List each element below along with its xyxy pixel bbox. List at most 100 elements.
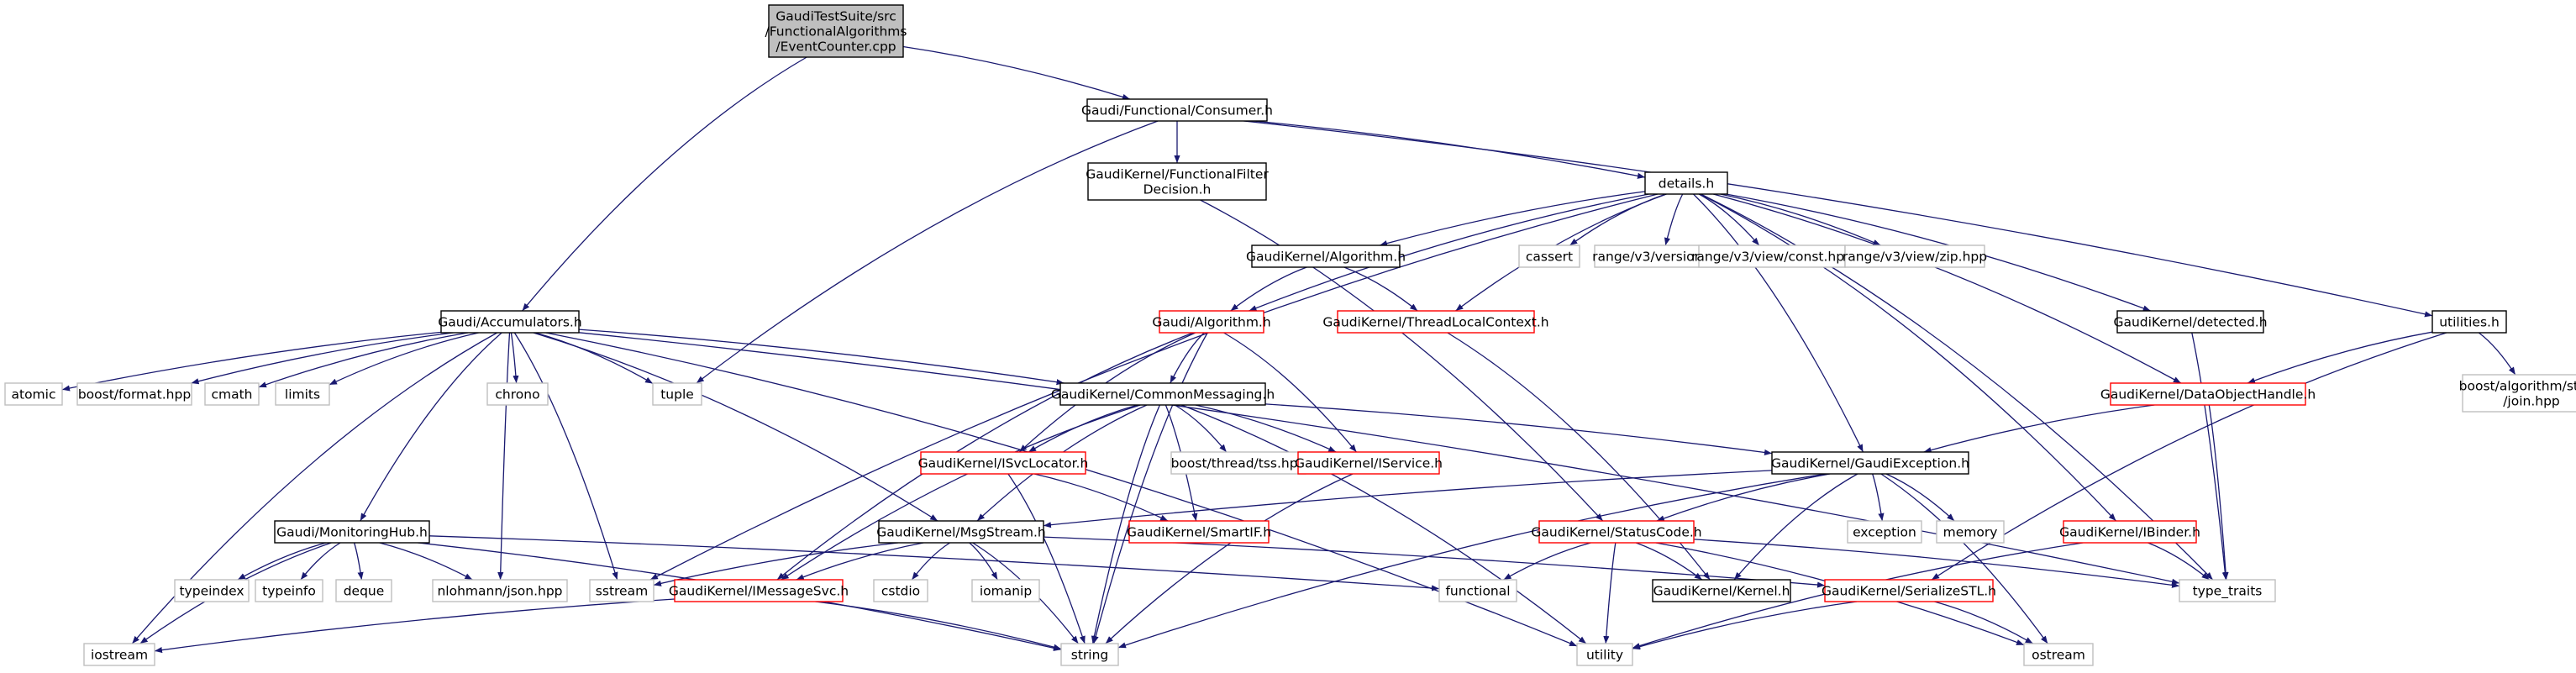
node-box [440,310,580,334]
node-label: boost/thread/tss.hpp [1171,456,1306,471]
node-consumer[interactable]: Gaudi/Functional/Consumer.h [1081,98,1273,122]
node-box [1297,451,1440,475]
edge-msgstream-to-cstdio [911,542,950,581]
edge-details-to-rv3zip [1720,193,1881,246]
node-monhub[interactable]: Gaudi/MonitoringHub.h [274,520,430,544]
node-label: functional [1445,584,1510,599]
node-galgorithm[interactable]: Gaudi/Algorithm.h [1152,310,1271,334]
node-utility: utility [1576,643,1633,666]
edge-accumulators-to-monhub [360,332,502,522]
node-rv3const: range/v3/view/const.hpp [1691,244,1853,268]
edge-details-to-galgorithm [1249,193,1649,312]
node-details[interactable]: details.h [1644,171,1728,195]
edge-accumulators-to-cmath [258,332,469,388]
node-commonmsg[interactable]: GaudiKernel/CommonMessaging.h [1051,382,1275,406]
node-nlohmann: nlohmann/json.hpp [432,579,568,602]
node-box [674,579,844,602]
node-box [1087,162,1267,201]
node-functional: functional [1438,579,1517,602]
edge-galgorithm-to-string [1092,332,1208,644]
node-label: GaudiTestSuite/src [775,9,896,24]
node-box [2063,520,2197,544]
node-box [1847,520,1922,544]
node-label: GaudiKernel/DataObjectHandle.h [2100,387,2316,402]
node-dataobj[interactable]: GaudiKernel/DataObjectHandle.h [2100,382,2316,406]
node-label: GaudiKernel/SmartIF.h [1127,525,1271,540]
node-label: cmath [211,387,252,402]
node-box [1438,579,1517,602]
node-exception: exception [1847,520,1922,544]
edge-utilities-to-boostjoin [2478,332,2516,376]
node-box [1644,171,1728,195]
node-label: chrono [495,387,539,402]
edge-accumulators-to-sstream [513,332,618,581]
edge-msgstream-to-imessagesvc [796,542,924,581]
node-box [1698,244,1846,268]
node-smartif[interactable]: GaudiKernel/SmartIF.h [1127,520,1271,544]
node-boostformat: boost/format.hpp [76,382,192,406]
node-box [76,382,192,406]
node-isvclocator[interactable]: GaudiKernel/ISvcLocator.h [918,451,1089,475]
node-imessagesvc[interactable]: GaudiKernel/IMessageSvc.h [669,579,849,602]
node-box [589,579,655,602]
node-box [873,579,928,602]
node-threadlocal[interactable]: GaudiKernel/ThreadLocalContext.h [1322,310,1549,334]
node-box [1844,244,1985,268]
node-iservice[interactable]: GaudiKernel/IService.h [1295,451,1443,475]
edge-isvclocator-to-smartif [1033,473,1169,522]
node-root[interactable]: GaudiTestSuite/src/FunctionalAlgorithms/… [765,4,907,58]
node-statuscode[interactable]: GaudiKernel/StatusCode.h [1531,520,1702,544]
node-kalgorithm[interactable]: GaudiKernel/Algorithm.h [1246,244,1406,268]
node-gaudiexc[interactable]: GaudiKernel/GaudiException.h [1771,451,1969,475]
node-boostjoin: boost/algorithm/string/join.hpp [2459,374,2576,413]
node-box [1060,643,1119,666]
node-label: nlohmann/json.hpp [437,584,562,599]
edge-msgstream-to-sstream [653,542,899,586]
node-box [2179,579,2276,602]
node-ibinder[interactable]: GaudiKernel/IBinder.h [2059,520,2200,544]
node-box [335,579,392,602]
node-kernel[interactable]: GaudiKernel/Kernel.h [1652,579,1791,602]
node-box [1538,520,1695,544]
edge-galgorithm-to-commonmsg [1170,332,1205,384]
node-label: iomanip [980,584,1032,599]
node-label: details.h [1659,176,1714,192]
edge-consumer-to-utilities [1243,120,2433,318]
edge-imessagesvc-to-string [815,601,1062,650]
edge-monhub-to-deque [353,542,364,581]
node-box [1771,451,1969,475]
node-serializestl[interactable]: GaudiKernel/SerializeSTL.h [1822,579,1996,602]
node-box [4,382,63,406]
node-utilities[interactable]: utilities.h [2431,310,2507,334]
node-box [920,451,1086,475]
node-box [1936,520,2005,544]
node-cstdio: cstdio [873,579,928,602]
edge-gaudiexc-to-exception [1872,473,1885,522]
node-ostream: ostream [2023,643,2094,666]
node-label: atomic [12,387,56,402]
node-label: deque [344,584,385,599]
node-box [1059,382,1266,406]
node-box [1824,579,1994,602]
edge-details-to-dataobj [1713,193,2182,384]
node-label: Decision.h [1143,182,1212,197]
edge-details-to-kalgorithm [1379,191,1646,247]
edge-imessagesvc-to-iostream [154,598,676,654]
node-label: GaudiKernel/SerializeSTL.h [1822,584,1996,599]
edge-consumer-to-tuple [696,120,1159,384]
node-label: Gaudi/MonitoringHub.h [276,525,428,540]
node-accumulators[interactable]: Gaudi/Accumulators.h [438,310,582,334]
edge-details-to-cassert [1569,193,1666,246]
node-msgstream[interactable]: GaudiKernel/MsgStream.h [876,520,1046,544]
edge-statuscode-to-utility [1603,542,1617,644]
node-box [2431,310,2507,334]
node-detected[interactable]: GaudiKernel/detected.h [2113,310,2268,334]
node-label: GaudiKernel/MsgStream.h [876,525,1046,540]
edge-details-to-gaudiexc [1693,193,1864,453]
node-label: boost/algorithm/string [2459,379,2576,394]
node-box [1159,310,1264,334]
node-label: cassert [1526,250,1573,265]
edge-accumulators-to-atomic [61,331,442,392]
